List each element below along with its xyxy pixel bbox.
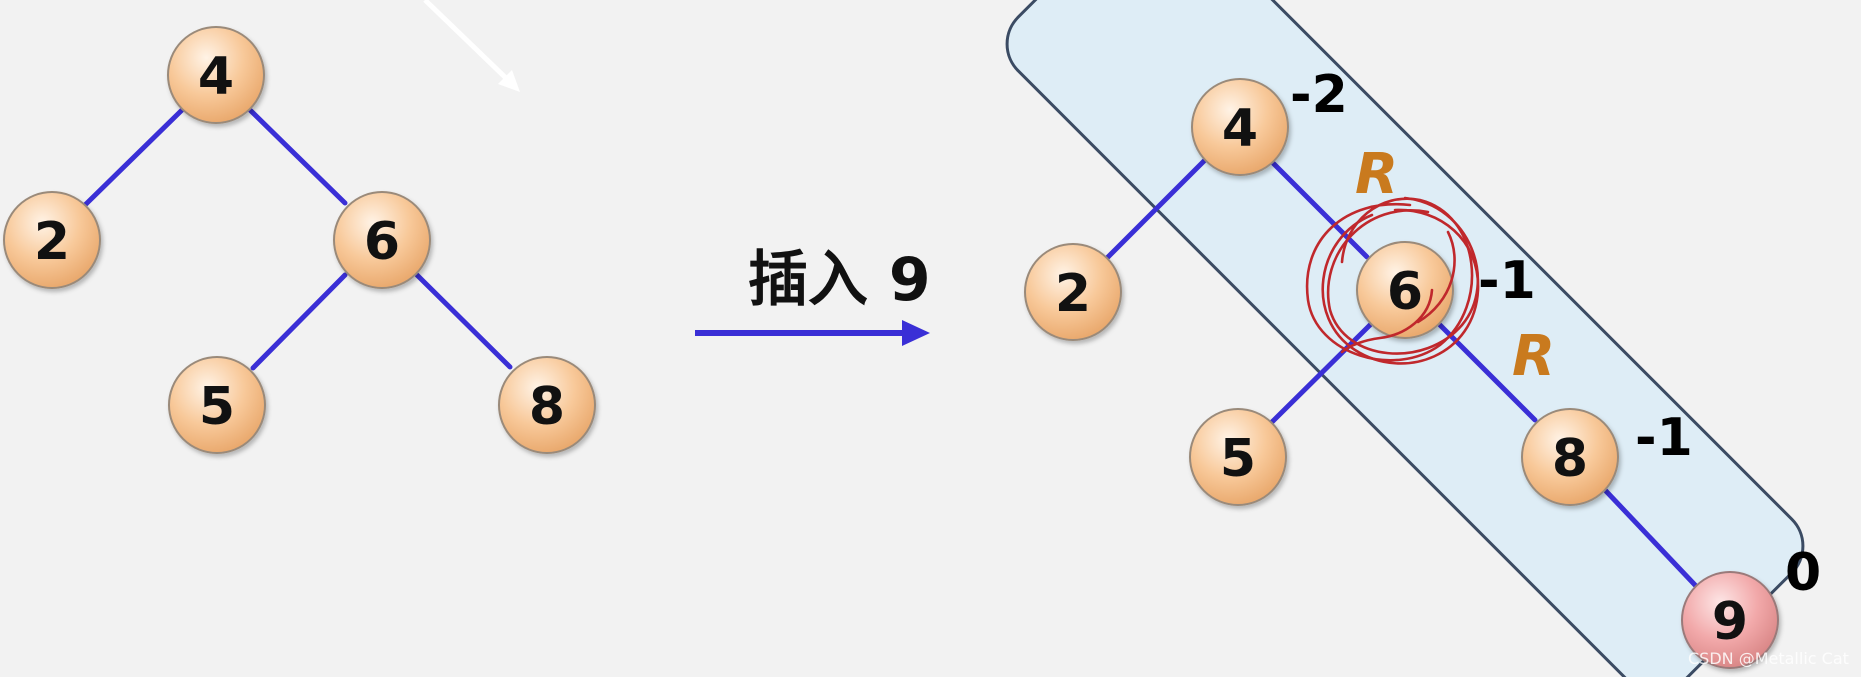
node-label: 6 [364,212,400,272]
balance-factor: 0 [1785,543,1821,603]
before-tree: 4 2 6 5 8 [3,26,596,454]
rotation-mark: R [1512,324,1555,389]
right-arrow-icon [695,320,930,346]
tree-node: 2 [3,191,101,289]
after-tree: 4 2 6 5 8 9 [1024,78,1779,669]
decorative-pointer-arrow-icon [423,0,520,92]
node-label: 4 [1222,99,1258,159]
tree-node: 2 [1024,243,1122,341]
rotation-mark: R [1355,142,1398,207]
edge-4-6 [1269,159,1370,260]
operation-label: 插入 9 [748,245,931,315]
before-tree-edges [82,107,513,371]
node-label: 5 [1220,429,1256,489]
node-label: 6 [1387,262,1423,322]
tree-node: 5 [168,356,266,454]
inserted-node: 9 [1681,571,1779,669]
watermark-text: CSDN @Metallic Cat [1688,649,1849,668]
edge-4-2 [1104,157,1208,261]
node-label: 4 [198,47,234,107]
edge-4-6 [247,107,348,206]
edge-6-5 [250,272,348,371]
node-label: 8 [1552,429,1588,489]
edge-8-9 [1602,487,1698,588]
node-label: 2 [34,212,70,272]
balance-factor: -1 [1478,251,1536,311]
node-label: 9 [1712,592,1748,652]
tree-node: 6 [1356,241,1454,339]
node-label: 5 [199,377,235,437]
balance-factor: -1 [1635,408,1693,468]
tree-node: 4 [167,26,265,124]
edge-4-2 [82,107,185,208]
tree-node: 6 [333,191,431,289]
tree-node: 8 [498,356,596,454]
node-label: 8 [529,377,565,437]
tree-node: 4 [1191,78,1289,176]
handdrawn-circle-mark [1305,196,1480,365]
edge-6-8 [414,272,513,370]
balance-factor: -2 [1290,65,1348,125]
tree-node: 8 [1521,408,1619,506]
tree-node: 5 [1189,408,1287,506]
node-label: 2 [1055,264,1091,324]
